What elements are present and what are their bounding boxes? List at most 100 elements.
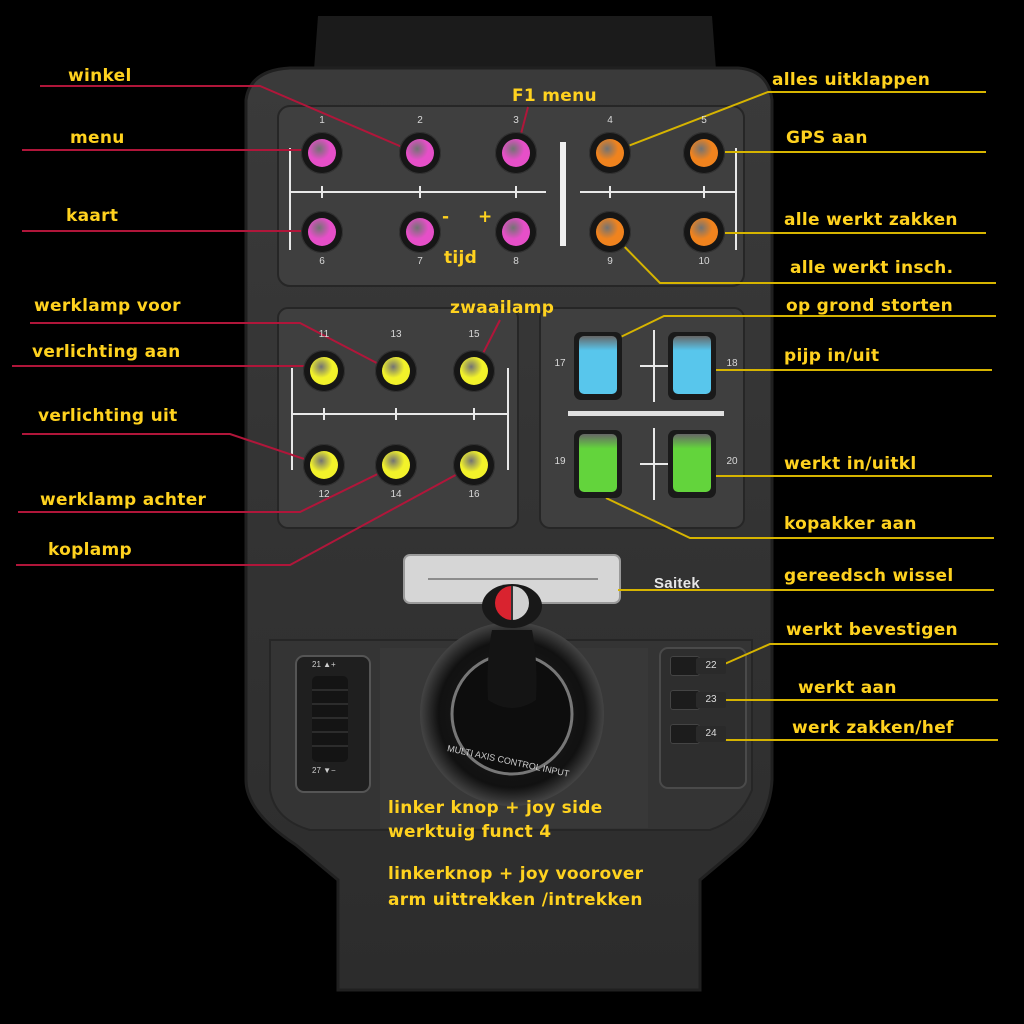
button-number: 8: [513, 256, 519, 267]
rocker-number: 23: [696, 692, 726, 708]
button-cap: [460, 451, 488, 479]
label-tijd: tijd: [444, 248, 478, 268]
button-number: 13: [390, 329, 402, 340]
switch-17: [574, 332, 622, 400]
button-cap: [310, 451, 338, 479]
button-6: [301, 211, 343, 253]
button-cap: [310, 357, 338, 385]
label-minus: -: [442, 207, 450, 227]
button-number: 7: [417, 256, 423, 267]
button-number: 6: [319, 256, 325, 267]
rocker-number: 22: [696, 658, 726, 674]
top-divider: [560, 142, 566, 246]
button-number: 4: [607, 115, 613, 126]
yellow-callouts: [597, 91, 998, 741]
label-kopakker-aan: kopakker aan: [784, 514, 917, 534]
switch-cap: [579, 336, 617, 394]
label-plus: +: [478, 207, 493, 227]
button-9: [589, 211, 631, 253]
button-number: 10: [698, 256, 710, 267]
rocker-24: 24: [670, 724, 726, 744]
switch-number: 20: [726, 456, 738, 467]
button-13: [375, 350, 417, 392]
button-10: [683, 211, 725, 253]
label-koplamp: koplamp: [48, 540, 132, 560]
button-number: 14: [390, 489, 402, 500]
throttle-bottom-label: 27 ▼−: [312, 766, 336, 775]
joystick-stem: [487, 630, 537, 708]
button-cap: [406, 218, 434, 246]
top-mount: [314, 16, 716, 70]
label-werkt-bevestigen: werkt bevestigen: [786, 620, 958, 640]
label-werklamp-voor: werklamp voor: [34, 296, 181, 316]
rocker-22: 22: [670, 656, 726, 676]
button-number: 15: [468, 329, 480, 340]
label-linker-knop-1: linker knop + joy side: [388, 798, 603, 818]
label-winkel: winkel: [68, 66, 132, 86]
button-number: 11: [318, 329, 330, 340]
switch-number: 17: [554, 358, 566, 369]
label-menu: menu: [70, 128, 125, 148]
joystick-red-button: [495, 586, 512, 620]
label-linker-knop-2: werktuig funct 4: [388, 822, 552, 842]
button-11: [303, 350, 345, 392]
switch-cap: [673, 336, 711, 394]
red-callouts: [12, 85, 529, 566]
button-number: 1: [319, 115, 325, 126]
joystick-white-button: [512, 586, 529, 620]
button-cap: [308, 218, 336, 246]
label-alle-werkt-insch: alle werkt insch.: [790, 258, 954, 278]
label-linkerknop-1: linkerknop + joy voorover: [388, 864, 644, 884]
label-pijp-in-uit: pijp in/uit: [784, 346, 880, 366]
switch-number: 18: [726, 358, 738, 369]
switch-cap: [579, 434, 617, 492]
throttle-top-label: 21 ▲+: [312, 660, 336, 669]
label-werklamp-achter: werklamp achter: [40, 490, 207, 510]
switch-18: [668, 332, 716, 400]
label-verlichting-uit: verlichting uit: [38, 406, 178, 426]
button-3: [495, 132, 537, 174]
button-2: [399, 132, 441, 174]
rocker-slot: [659, 647, 747, 789]
label-werkt-in-uitkl: werkt in/uitkl: [784, 454, 917, 474]
brand-label: Saitek: [654, 575, 700, 592]
switch-divider: [568, 411, 724, 416]
label-zwaailamp: zwaailamp: [450, 298, 555, 318]
button-cap: [596, 218, 624, 246]
label-alles-uitklappen: alles uitklappen: [772, 70, 931, 90]
button-12: [303, 444, 345, 486]
switch-19: [574, 430, 622, 498]
button-cap: [382, 451, 410, 479]
rocker-number: 24: [696, 726, 726, 742]
button-14: [375, 444, 417, 486]
rocker-23: 23: [670, 690, 726, 710]
button-7: [399, 211, 441, 253]
label-f1-menu: F1 menu: [512, 86, 597, 106]
button-cap: [690, 139, 718, 167]
label-kaart: kaart: [66, 206, 119, 226]
button-cap: [690, 218, 718, 246]
label-werkt-aan: werkt aan: [798, 678, 897, 698]
button-cap: [502, 218, 530, 246]
button-8: [495, 211, 537, 253]
button-5: [683, 132, 725, 174]
label-verlichting-aan: verlichting aan: [32, 342, 181, 362]
button-cap: [382, 357, 410, 385]
label-linkerknop-2: arm uittrekken /intrekken: [388, 890, 643, 910]
button-1: [301, 132, 343, 174]
button-number: 9: [607, 256, 613, 267]
label-gereedsch-wissel: gereedsch wissel: [784, 566, 954, 586]
button-cap: [406, 139, 434, 167]
switch-20: [668, 430, 716, 498]
button-cap: [308, 139, 336, 167]
label-werk-zakken-hef: werk zakken/hef: [792, 718, 954, 738]
button-16: [453, 444, 495, 486]
button-cap: [502, 139, 530, 167]
switch-cap: [673, 434, 711, 492]
button-cap: [460, 357, 488, 385]
button-number: 5: [701, 115, 707, 126]
button-number: 16: [468, 489, 480, 500]
label-alle-werkt-zakken: alle werkt zakken: [784, 210, 958, 230]
button-number: 2: [417, 115, 423, 126]
